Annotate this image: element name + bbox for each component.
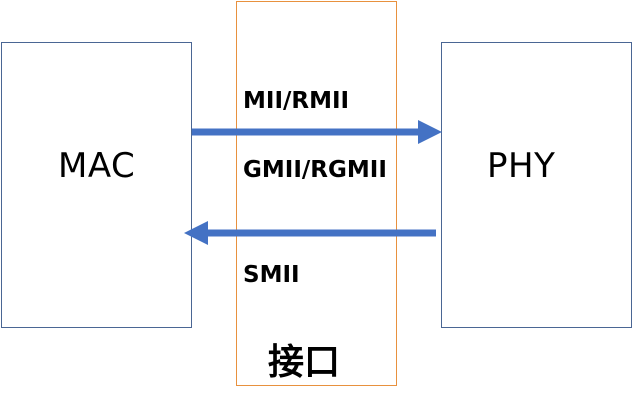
protocol-label-mii-rmii: MII/RMII — [243, 88, 350, 114]
phy-label: PHY — [487, 146, 556, 186]
phy-block — [441, 42, 632, 328]
interface-block — [236, 1, 397, 386]
arrow-mac-to-phy — [192, 120, 442, 144]
mac-label: MAC — [58, 146, 136, 186]
mac-block — [1, 42, 192, 328]
protocol-label-gmii-rgmii: GMII/RGMII — [243, 157, 387, 183]
interface-label: 接口 — [268, 342, 341, 383]
protocol-label-smii: SMII — [243, 262, 300, 288]
arrow-phy-to-mac — [184, 221, 436, 245]
